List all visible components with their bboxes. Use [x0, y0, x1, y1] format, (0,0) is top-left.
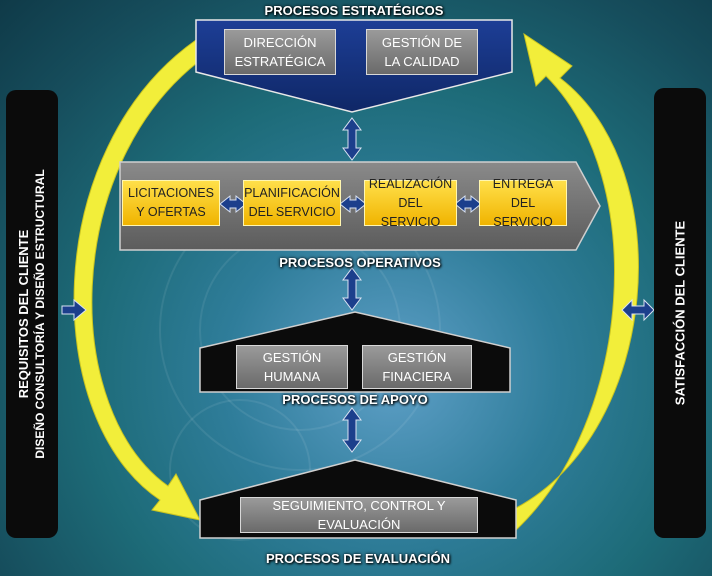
- strategic-title: PROCESOS ESTRATÉGICOS: [264, 3, 444, 18]
- step-tenders-offers: LICITACIONES Y OFERTAS: [122, 180, 220, 226]
- design-label: DISEÑO CONSULTORÍA Y DISEÑO ESTRUCTURAL: [33, 169, 47, 459]
- right-curved-arrow: [515, 32, 639, 532]
- step-service-planning: PLANIFICACIÓN DEL SERVICIO: [243, 180, 341, 226]
- client-satisfaction-label: SATISFACCIÓN DEL CLIENTE: [672, 220, 688, 406]
- left-panel: REQUISITOS DEL CLIENTE DISEÑO CONSULTORÍ…: [6, 90, 58, 538]
- support-title: PROCESOS DE APOYO: [282, 392, 428, 407]
- left-input-arrow: [61, 298, 87, 322]
- financial-management-box: GESTIÓN FINACIERA: [362, 345, 472, 389]
- connector-strategic-operative: [342, 117, 362, 161]
- connector-operative-support: [342, 267, 362, 311]
- evaluation-title: PROCESOS DE EVALUACIÓN: [266, 551, 450, 566]
- vertical-connectors: [342, 117, 362, 453]
- step-service-delivery: ENTREGA DEL SERVICIO: [479, 177, 567, 229]
- left-panel-text: REQUISITOS DEL CLIENTE DISEÑO CONSULTORÍ…: [15, 169, 49, 458]
- client-requirements-label: REQUISITOS DEL CLIENTE: [16, 229, 31, 399]
- strategic-direction-box: DIRECCIÓN ESTRATÉGICA: [224, 29, 336, 75]
- monitoring-control-box: SEGUIMIENTO, CONTROL Y EVALUACIÓN: [240, 497, 478, 533]
- step-service-execution: REALIZACIÓN DEL SERVICIO: [364, 177, 457, 229]
- quality-management-box: GESTIÓN DE LA CALIDAD: [366, 29, 478, 75]
- left-curved-arrow: [73, 39, 201, 521]
- right-panel: SATISFACCIÓN DEL CLIENTE: [654, 88, 706, 538]
- connector-support-evaluation: [342, 407, 362, 453]
- operative-title: PROCESOS OPERATIVOS: [279, 255, 441, 270]
- human-management-box: GESTIÓN HUMANA: [236, 345, 348, 389]
- feedback-arrows: [73, 32, 639, 532]
